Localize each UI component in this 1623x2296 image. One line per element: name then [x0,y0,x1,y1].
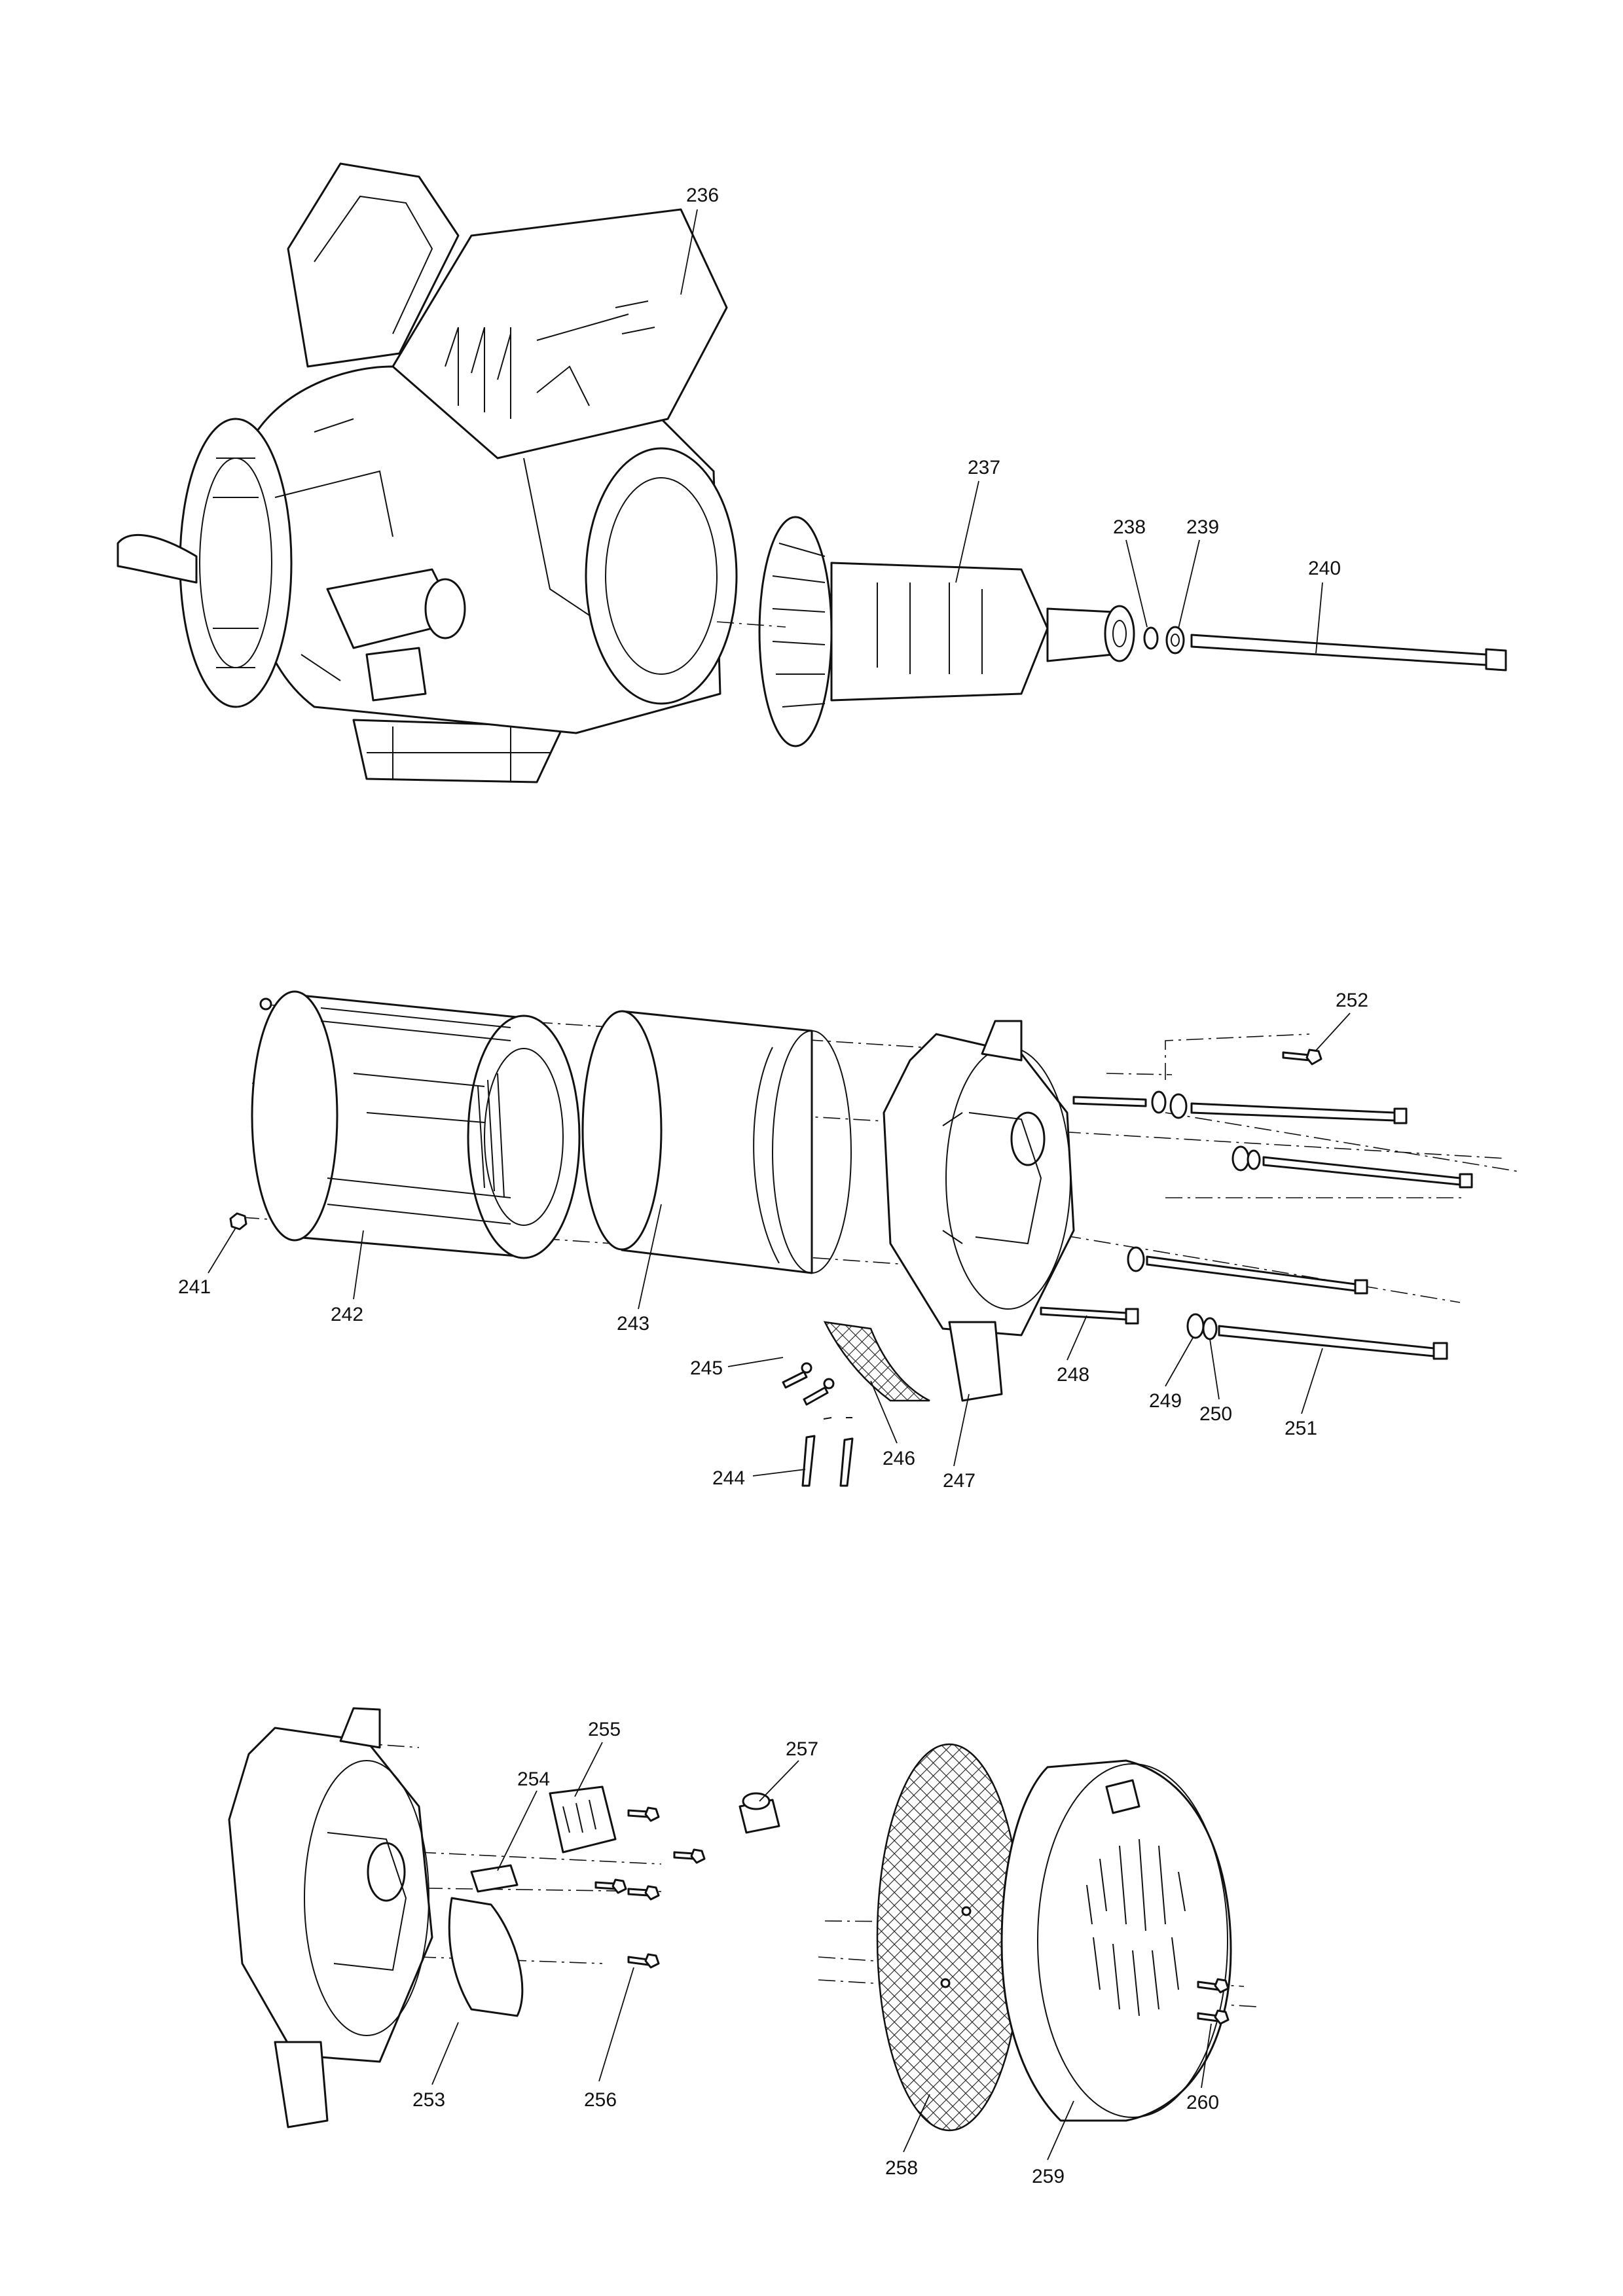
screw-245 [782,1362,835,1406]
pins-244 [801,1417,854,1487]
end-cover-259 [1000,1759,1232,2122]
through-bolt-251 [1218,1325,1448,1360]
mesh-screen-246 [823,1321,930,1402]
part-label-252: 252 [1336,990,1368,1011]
part-label-237: 237 [968,457,1000,478]
end-cover-group [228,1707,1258,2132]
nut [229,1212,247,1230]
cover-screws [594,1806,706,1901]
screw-252 [1282,1049,1322,1066]
part-label-236: 236 [686,185,719,206]
lock-washer [1165,626,1185,655]
rotor-fan [758,516,1135,747]
leader-lines [208,209,1351,2161]
part-label-258: 258 [885,2157,918,2179]
screw [259,997,272,1011]
cover-vent-slots [1086,1839,1186,2017]
part-label-256: 256 [584,2089,617,2111]
through-bolt [1190,634,1507,672]
part-label-259: 259 [1032,2166,1065,2187]
end-bell-repeat [228,1707,433,2128]
part-label-242: 242 [331,1304,363,1325]
part-label-253: 253 [412,2089,445,2111]
end-bell-rods [1072,1090,1473,1295]
screw-248 [1040,1306,1139,1325]
part-label-255: 255 [588,1719,621,1740]
part-label-245: 245 [690,1357,723,1379]
brush-cover-253 [448,1897,524,2017]
part-label-254: 254 [517,1768,550,1790]
sensor-257 [739,1792,780,1834]
end-bell [883,1020,1075,1402]
part-label-249: 249 [1149,1390,1182,1412]
washer-249 [1186,1313,1205,1339]
part-label-243: 243 [617,1313,649,1335]
part-label-238: 238 [1113,516,1146,538]
part-label-241: 241 [178,1276,211,1298]
part-label-244: 244 [712,1467,745,1489]
part-label-251: 251 [1285,1418,1317,1439]
lock-washer-250 [1202,1317,1218,1340]
part-label-257: 257 [786,1738,818,1760]
part-label-247: 247 [943,1470,976,1492]
mesh-screen-258 [876,1743,1023,2132]
stator-group [229,990,1520,1487]
screw-256 [627,1953,660,1969]
terminal-block-255 [549,1785,617,1854]
part-label-240: 240 [1308,558,1341,579]
engine-rotor-group [117,162,1507,783]
part-label-246: 246 [883,1448,915,1469]
part-label-250: 250 [1199,1403,1232,1425]
washer [1143,626,1159,650]
part-label-239: 239 [1186,516,1219,538]
bracket-254 [470,1864,519,1893]
stator-housing [251,990,581,1259]
part-labels: 236 237 238 239 240 252 241 242 243 245 … [178,185,1368,2187]
engine-assembly [117,162,738,783]
part-label-260: 260 [1186,2092,1219,2113]
screws-260 [1197,1978,1230,2025]
part-label-248: 248 [1057,1364,1089,1386]
stator-sleeve [581,1010,852,1274]
